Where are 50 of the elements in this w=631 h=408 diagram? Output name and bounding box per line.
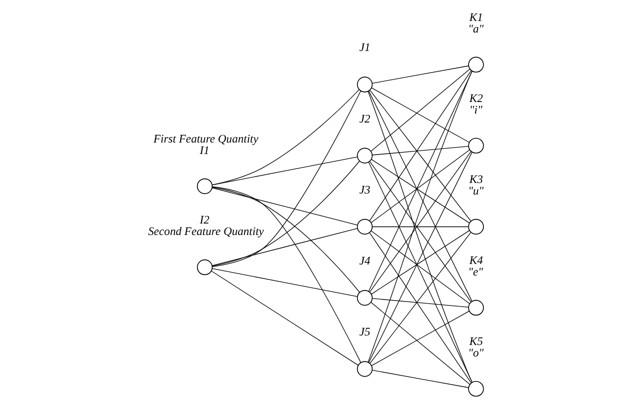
connector xyxy=(211,90,361,267)
node-label: K3 xyxy=(468,173,482,186)
connector xyxy=(371,370,468,388)
node-label: J4 xyxy=(358,254,370,268)
connector xyxy=(372,226,468,228)
connector xyxy=(372,298,468,308)
connector xyxy=(212,228,358,266)
node-label: Second Feature Quantity xyxy=(148,225,264,238)
node-label: J2 xyxy=(358,112,370,126)
node-label: "i" xyxy=(468,104,482,117)
node-circle xyxy=(468,218,484,235)
connector xyxy=(370,68,470,152)
connector xyxy=(370,302,470,385)
node-label: K1 xyxy=(468,11,482,24)
node-circle xyxy=(196,259,212,276)
node-circle xyxy=(196,178,212,194)
connector xyxy=(212,268,358,297)
connector xyxy=(372,146,468,156)
node-circle xyxy=(468,138,484,154)
node-label: "o" xyxy=(468,346,484,360)
connector xyxy=(211,186,361,363)
connector xyxy=(211,160,360,266)
connector xyxy=(370,310,470,366)
node-label: J5 xyxy=(358,326,370,339)
node-label: K5 xyxy=(468,335,482,348)
node-circle xyxy=(468,56,484,73)
connector xyxy=(212,188,358,226)
node-label: First Feature Quantity xyxy=(153,132,258,146)
connector xyxy=(210,270,358,366)
node-label: I2 xyxy=(199,214,209,227)
node-circle xyxy=(356,361,372,377)
connector xyxy=(212,156,358,186)
node-label: "a" xyxy=(468,22,484,36)
node-label: J1 xyxy=(358,41,370,54)
node-label: "e" xyxy=(468,266,482,279)
node-label: K4 xyxy=(468,254,482,268)
connector xyxy=(371,66,468,84)
node-circle xyxy=(356,290,372,306)
node-label: I1 xyxy=(199,144,209,158)
node-circle xyxy=(468,300,484,316)
connector xyxy=(370,87,470,143)
node-circle xyxy=(356,148,372,164)
connector xyxy=(211,90,359,186)
node-label: "u" xyxy=(468,184,484,198)
node-circle xyxy=(356,76,372,92)
node-label: K2 xyxy=(468,92,482,106)
node-circle xyxy=(468,380,484,397)
node-circle xyxy=(356,218,372,235)
node-label: J3 xyxy=(358,183,370,196)
connector xyxy=(211,186,360,293)
